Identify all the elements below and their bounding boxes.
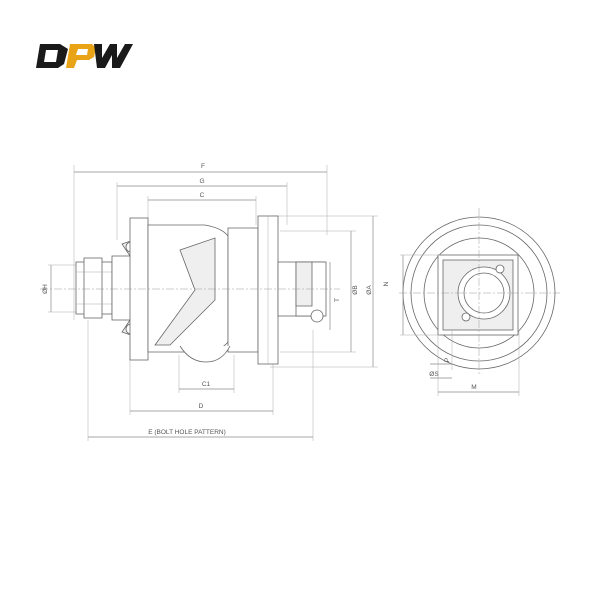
dim-D: D bbox=[199, 403, 204, 410]
dim-S: ØS bbox=[429, 371, 439, 378]
dim-F: F bbox=[201, 163, 205, 170]
dim-A: ØA bbox=[366, 285, 373, 295]
dim-M: M bbox=[471, 384, 476, 391]
dim-P: P bbox=[444, 358, 451, 362]
dim-B: ØB bbox=[352, 285, 359, 294]
dimension-labels: F G C ØH T ØB ØA N C1 D E (BOLT HOLE PAT… bbox=[42, 163, 477, 436]
roller-end-view bbox=[399, 208, 560, 396]
dim-E: E (BOLT HOLE PATTERN) bbox=[148, 429, 226, 436]
dim-H: ØH bbox=[42, 284, 49, 294]
dpw-logo bbox=[34, 42, 134, 70]
dim-C1: C1 bbox=[202, 381, 211, 388]
dim-C: C bbox=[200, 192, 205, 199]
dim-G: G bbox=[199, 178, 204, 185]
dimension-lines bbox=[48, 165, 378, 441]
dim-T: T bbox=[334, 298, 341, 302]
roller-side-view bbox=[40, 215, 340, 365]
dim-N: N bbox=[383, 281, 390, 286]
